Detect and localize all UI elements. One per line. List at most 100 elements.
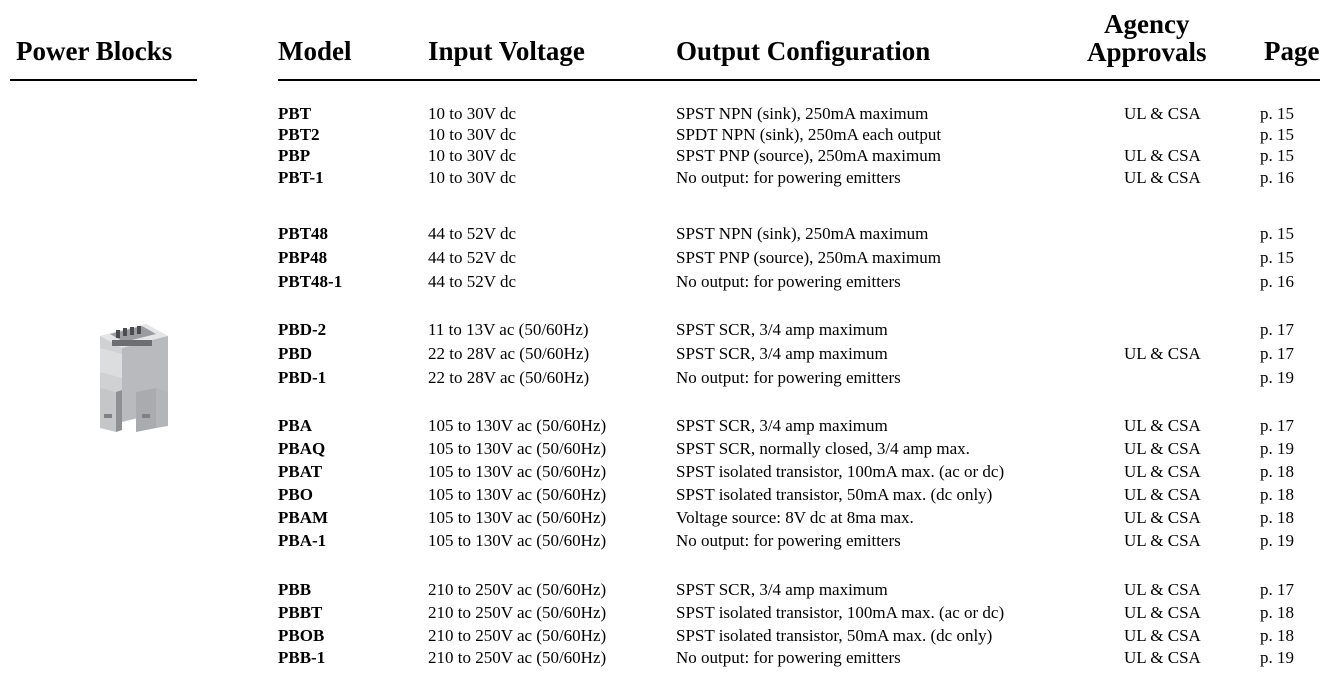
output-configuration-cell: SPST isolated transistor, 100mA max. (ac…	[676, 603, 1005, 622]
page-cell: p. 19	[1260, 648, 1294, 667]
output-configuration-cell: No output: for powering emitters	[676, 531, 901, 550]
input-voltage-cell: 105 to 130V ac (50/60Hz)	[428, 416, 607, 435]
input-voltage-cell: 210 to 250V ac (50/60Hz)	[428, 603, 607, 622]
agency-approvals-cell: UL & CSA	[1124, 603, 1201, 622]
page-cell: p. 17	[1260, 580, 1294, 599]
input-voltage-cell: 210 to 250V ac (50/60Hz)	[428, 648, 607, 667]
input-voltage-cell: 105 to 130V ac (50/60Hz)	[428, 439, 607, 458]
agency-approvals-cell: UL & CSA	[1124, 580, 1201, 599]
table-row: PBBT 210 to 250V ac (50/60Hz) SPST isola…	[0, 603, 1330, 623]
model-cell: PBT	[278, 104, 312, 123]
table-row: PBB-1 210 to 250V ac (50/60Hz) No output…	[0, 648, 1330, 668]
output-configuration-cell: SPST SCR, normally closed, 3/4 amp max.	[676, 439, 970, 458]
input-voltage-cell: 210 to 250V ac (50/60Hz)	[428, 580, 607, 599]
table-row: PBO 105 to 130V ac (50/60Hz) SPST isolat…	[0, 485, 1330, 505]
output-configuration-cell: Voltage source: 8V dc at 8ma max.	[676, 508, 914, 527]
page-cell: p. 16	[1260, 168, 1294, 187]
power-block-product-image	[100, 324, 168, 432]
header-output-configuration: Output Configuration	[676, 36, 931, 66]
model-cell: PBT-1	[278, 168, 324, 187]
output-configuration-cell: SPDT NPN (sink), 250mA each output	[676, 125, 942, 144]
model-cell: PBP	[278, 146, 311, 165]
page-cell: p. 18	[1260, 626, 1294, 645]
header-power-blocks: Power Blocks	[16, 36, 173, 66]
input-voltage-cell: 44 to 52V dc	[428, 272, 516, 291]
agency-approvals-cell: UL & CSA	[1124, 416, 1201, 435]
agency-approvals-cell: UL & CSA	[1124, 648, 1201, 667]
model-cell: PBO	[278, 485, 313, 504]
input-voltage-cell: 105 to 130V ac (50/60Hz)	[428, 531, 607, 550]
page-cell: p. 17	[1260, 320, 1294, 339]
model-cell: PBT48-1	[278, 272, 343, 291]
output-configuration-cell: SPST SCR, 3/4 amp maximum	[676, 320, 888, 339]
page-cell: p. 19	[1260, 439, 1294, 458]
table-row: PBB 210 to 250V ac (50/60Hz) SPST SCR, 3…	[0, 580, 1330, 600]
header-agency-line1: Agency	[1104, 9, 1190, 39]
model-cell: PBA-1	[278, 531, 327, 550]
output-configuration-cell: No output: for powering emitters	[676, 368, 901, 387]
model-cell: PBB	[278, 580, 312, 599]
page-cell: p. 19	[1260, 368, 1294, 387]
agency-approvals-cell: UL & CSA	[1124, 168, 1201, 187]
table-row: PBA-1 105 to 130V ac (50/60Hz) No output…	[0, 531, 1330, 551]
output-configuration-cell: SPST PNP (source), 250mA maximum	[676, 248, 941, 267]
output-configuration-cell: SPST PNP (source), 250mA maximum	[676, 146, 941, 165]
table-row: PBT 10 to 30V dc SPST NPN (sink), 250mA …	[0, 104, 1330, 124]
model-cell: PBT48	[278, 224, 329, 243]
output-configuration-cell: No output: for powering emitters	[676, 648, 901, 667]
page-cell: p. 19	[1260, 531, 1294, 550]
model-cell: PBD	[278, 344, 312, 363]
input-voltage-cell: 44 to 52V dc	[428, 248, 516, 267]
output-configuration-cell: SPST SCR, 3/4 amp maximum	[676, 580, 888, 599]
input-voltage-cell: 44 to 52V dc	[428, 224, 516, 243]
header-model: Model	[278, 36, 352, 66]
page-cell: p. 15	[1260, 104, 1294, 123]
table-row: PBT48 44 to 52V dc SPST NPN (sink), 250m…	[0, 224, 1330, 244]
agency-approvals-cell: UL & CSA	[1124, 485, 1201, 504]
page-cell: p. 17	[1260, 344, 1294, 363]
agency-approvals-cell: UL & CSA	[1124, 104, 1201, 123]
table-row: PBOB 210 to 250V ac (50/60Hz) SPST isola…	[0, 626, 1330, 646]
agency-approvals-cell: UL & CSA	[1124, 508, 1201, 527]
output-configuration-cell: SPST SCR, 3/4 amp maximum	[676, 344, 888, 363]
page-cell: p. 15	[1260, 125, 1294, 144]
input-voltage-cell: 10 to 30V dc	[428, 168, 516, 187]
output-configuration-cell: SPST isolated transistor, 50mA max. (dc …	[676, 485, 993, 504]
model-cell: PBOB	[278, 626, 325, 645]
header-input-voltage: Input Voltage	[428, 36, 585, 66]
model-cell: PBD-1	[278, 368, 327, 387]
header-page: Page	[1264, 36, 1320, 66]
page-cell: p. 18	[1260, 508, 1294, 527]
agency-approvals-cell: UL & CSA	[1124, 146, 1201, 165]
agency-approvals-cell: UL & CSA	[1124, 439, 1201, 458]
table-row: PBD-2 11 to 13V ac (50/60Hz) SPST SCR, 3…	[0, 320, 1330, 340]
output-configuration-cell: No output: for powering emitters	[676, 272, 901, 291]
table-row: PBT2 10 to 30V dc SPDT NPN (sink), 250mA…	[0, 125, 1330, 145]
header-rule-right	[278, 79, 1320, 81]
table-row: PBP48 44 to 52V dc SPST PNP (source), 25…	[0, 248, 1330, 268]
page-cell: p. 18	[1260, 485, 1294, 504]
input-voltage-cell: 11 to 13V ac (50/60Hz)	[428, 320, 589, 339]
model-cell: PBAM	[278, 508, 329, 527]
table-row: PBAM 105 to 130V ac (50/60Hz) Voltage so…	[0, 508, 1330, 528]
page-cell: p. 18	[1260, 603, 1294, 622]
agency-approvals-cell: UL & CSA	[1124, 531, 1201, 550]
table-row: PBA 105 to 130V ac (50/60Hz) SPST SCR, 3…	[0, 416, 1330, 436]
agency-approvals-cell: UL & CSA	[1124, 626, 1201, 645]
page-cell: p. 15	[1260, 224, 1294, 243]
model-cell: PBBT	[278, 603, 323, 622]
model-cell: PBT2	[278, 125, 320, 144]
page-cell: p. 15	[1260, 248, 1294, 267]
input-voltage-cell: 105 to 130V ac (50/60Hz)	[428, 508, 607, 527]
output-configuration-cell: SPST isolated transistor, 100mA max. (ac…	[676, 462, 1005, 481]
table-row: PBP 10 to 30V dc SPST PNP (source), 250m…	[0, 146, 1330, 166]
header-agency-approvals: Agency Approvals	[1087, 10, 1207, 66]
model-cell: PBB-1	[278, 648, 326, 667]
input-voltage-cell: 105 to 130V ac (50/60Hz)	[428, 485, 607, 504]
model-cell: PBP48	[278, 248, 328, 267]
input-voltage-cell: 10 to 30V dc	[428, 104, 516, 123]
output-configuration-cell: SPST SCR, 3/4 amp maximum	[676, 416, 888, 435]
output-configuration-cell: No output: for powering emitters	[676, 168, 901, 187]
header-rule-left	[10, 79, 197, 81]
agency-approvals-cell: UL & CSA	[1124, 462, 1201, 481]
